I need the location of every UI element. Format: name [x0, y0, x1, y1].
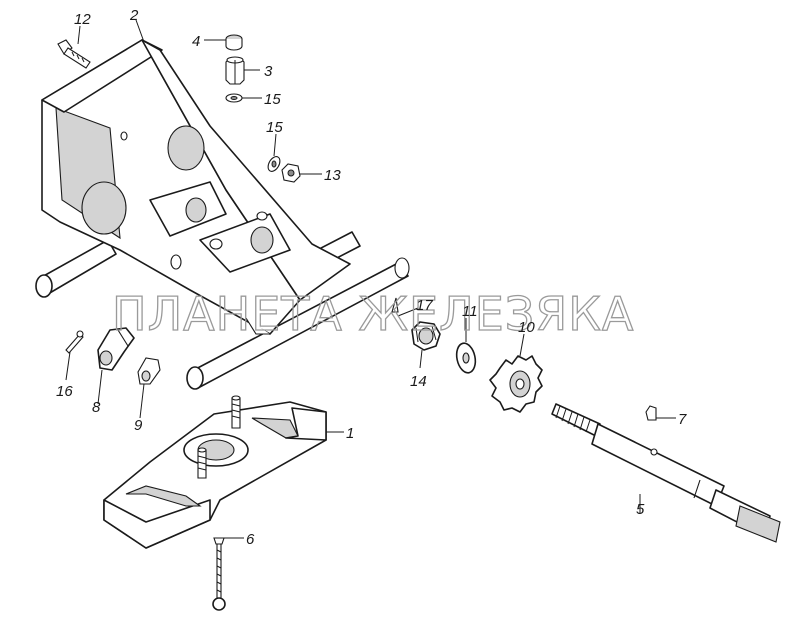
label-part-2: 2: [129, 7, 139, 24]
washer-11: [455, 342, 477, 374]
label-part-3: 3: [264, 63, 273, 80]
label-part-9: 9: [134, 417, 143, 434]
shaft-5: [551, 403, 781, 543]
label-part-13: 13: [324, 167, 341, 184]
label-part-16: 16: [56, 383, 73, 400]
label-part-5: 5: [636, 501, 645, 518]
part-labels: 12 2 4 3 15 15 13 17 11 10 14 16 8 9 7 1…: [56, 7, 687, 548]
label-part-6: 6: [246, 531, 255, 548]
label-part-17: 17: [416, 297, 433, 314]
bolt-12: [57, 39, 91, 69]
cap-4: [225, 34, 243, 51]
nut-3: [225, 56, 245, 85]
watermark-text: ПЛАНЕТА ЖЕЛЕЗЯКА: [112, 287, 634, 341]
leader-lines: [65, 19, 676, 539]
pin-17: [391, 297, 399, 313]
bracket-assembly: [35, 39, 410, 390]
label-part-11: 11: [462, 303, 478, 320]
label-part-15-lower: 15: [266, 119, 283, 136]
label-part-15-upper: 15: [264, 91, 281, 108]
label-part-7: 7: [678, 411, 687, 428]
label-part-1: 1: [346, 425, 354, 442]
nut-13: [281, 163, 301, 183]
pin-16: [65, 330, 84, 354]
gear-10: [489, 355, 543, 413]
washer-15-top: [225, 93, 243, 103]
washer-15-lower: [267, 156, 281, 172]
screw-6: [212, 537, 226, 611]
clip-9: [137, 357, 161, 385]
base-plate-1: [103, 395, 327, 549]
label-part-8: 8: [92, 399, 101, 416]
label-part-12: 12: [74, 11, 91, 28]
pin-7: [645, 405, 657, 421]
link-8: [97, 327, 135, 371]
nut-14: [411, 321, 441, 351]
label-part-4: 4: [192, 33, 200, 50]
label-part-14: 14: [410, 373, 427, 390]
label-part-10: 10: [518, 319, 535, 336]
